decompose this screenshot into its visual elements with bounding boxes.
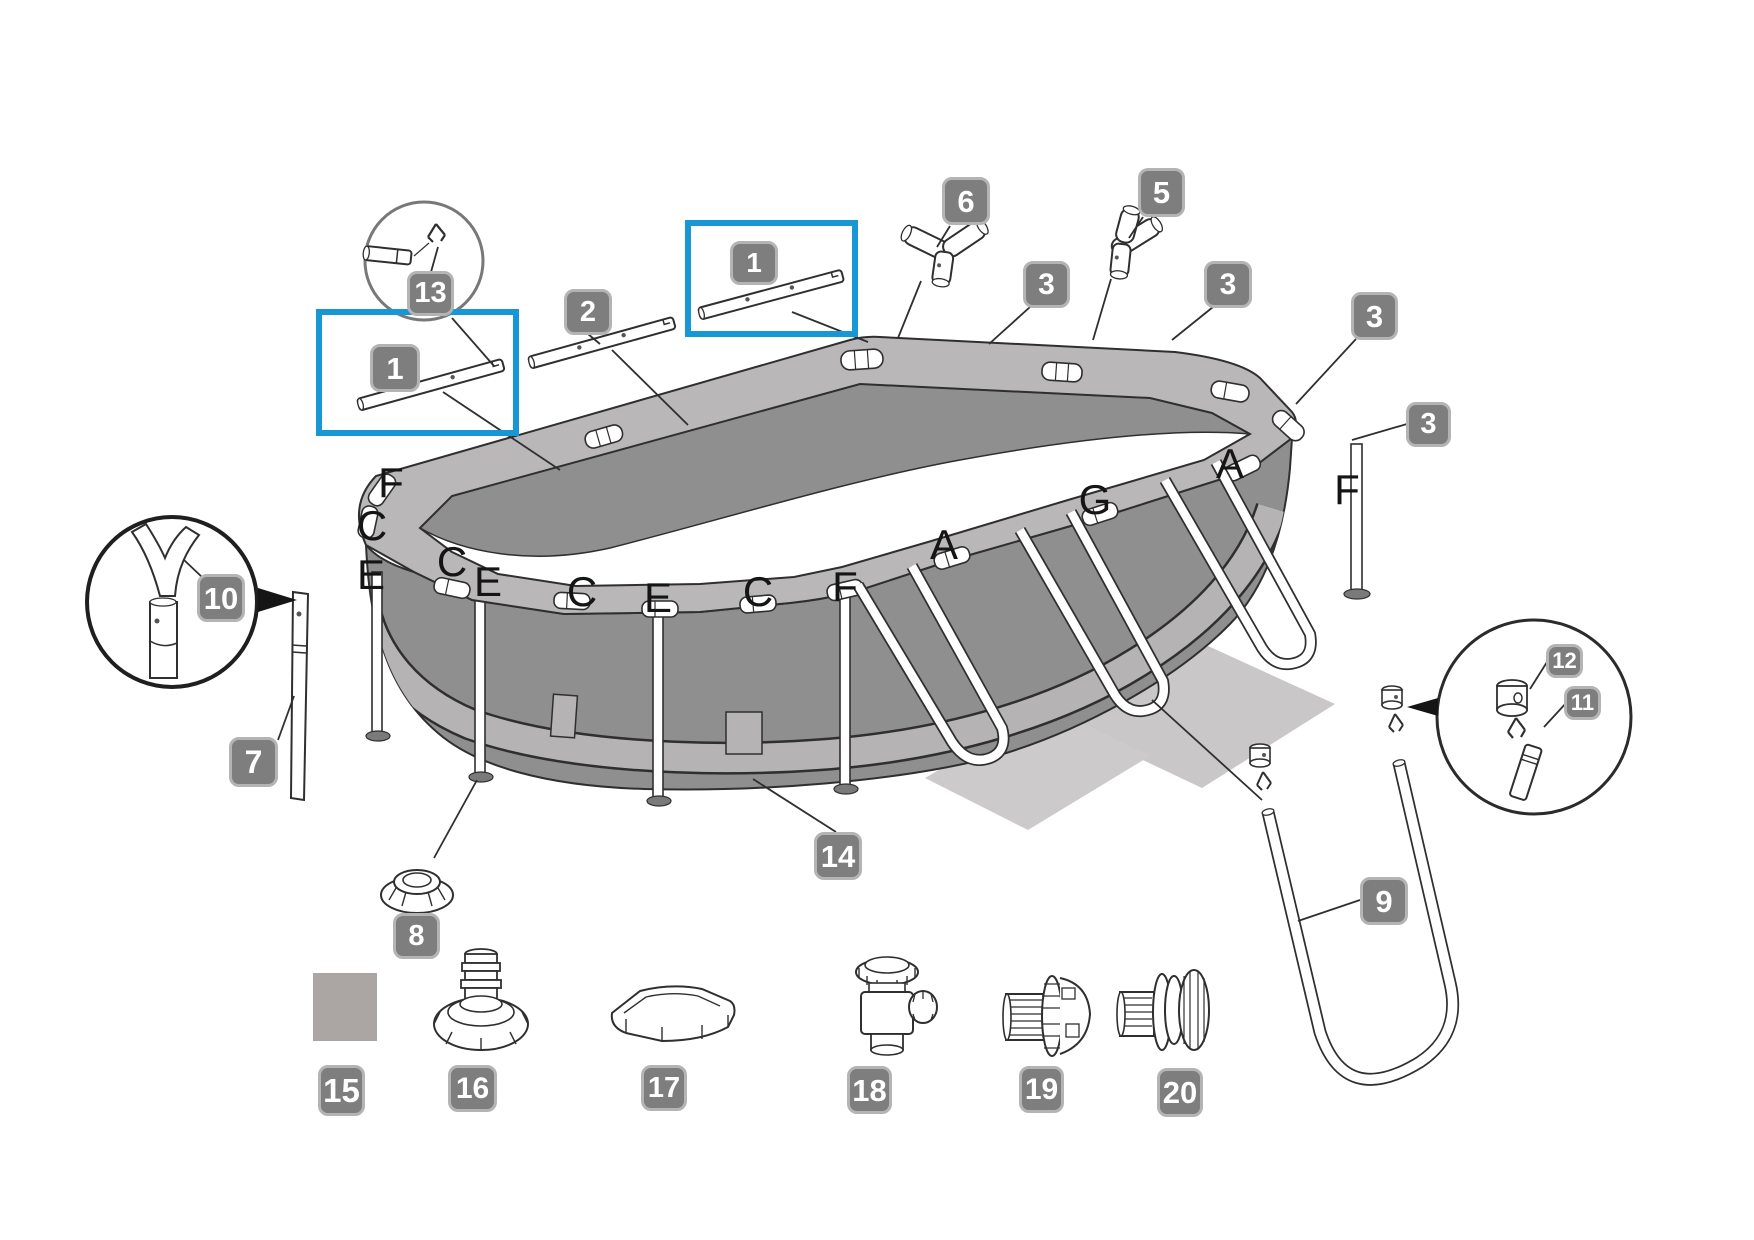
- part-callout-15[interactable]: 15: [318, 1065, 365, 1116]
- rim-joint-connectors: [357, 348, 1305, 618]
- part-callout-20[interactable]: 20: [1157, 1068, 1203, 1117]
- foot-cap-part-8: [380, 869, 454, 914]
- highlight-box-2[interactable]: [685, 220, 858, 337]
- part-callout-5[interactable]: 5: [1138, 168, 1185, 217]
- part-callout-19[interactable]: 19: [1019, 1066, 1064, 1113]
- leg-top-detail: [149, 597, 178, 679]
- part-callout-1[interactable]: 1: [370, 344, 420, 392]
- ground-shadow-strips: [925, 646, 1335, 830]
- joint-letter-F-8: F: [832, 563, 858, 610]
- leg-feet: [365, 588, 1371, 807]
- joint-letter-C-3: C: [436, 538, 468, 585]
- joint-letter-F-12: F: [1334, 466, 1360, 513]
- pool-wall: [364, 435, 1294, 791]
- part-callout-14[interactable]: 14: [814, 832, 862, 880]
- wind-braces: [852, 459, 1317, 766]
- t-fitting-part-6: [900, 218, 989, 288]
- cap-part-12-detail: [1496, 679, 1528, 717]
- top-rail-segment-1-left: [356, 358, 506, 411]
- strainer-connector-part-20: [1116, 969, 1210, 1051]
- part-callout-3[interactable]: 3: [1204, 261, 1252, 308]
- leg-part-7: [289, 590, 310, 802]
- cap-and-clip-exploded-right: [1381, 685, 1404, 733]
- pointer-triangles: [258, 588, 1438, 716]
- joint-letter-A-11: A: [1215, 440, 1245, 487]
- joint-letter-C-7: C: [742, 568, 774, 615]
- joint-letter-C-5: C: [566, 568, 598, 615]
- part-callout-18[interactable]: 18: [847, 1066, 892, 1114]
- pool-interior-wall: [418, 383, 1251, 557]
- part-callout-9[interactable]: 9: [1360, 877, 1408, 925]
- control-valve-part-18: [855, 956, 938, 1056]
- cap-and-clip-exploded-left: [1249, 743, 1272, 791]
- part-callout-1[interactable]: 1: [730, 241, 778, 285]
- part-callout-10[interactable]: 10: [197, 574, 245, 622]
- joint-letter-F-0: F: [378, 459, 404, 506]
- t-fitting-part-5: [1109, 205, 1164, 280]
- strap-fork: [130, 522, 201, 597]
- joint-letter-C-1: C: [356, 502, 388, 549]
- drain-valve-part-16: [433, 948, 529, 1051]
- part-callout-2[interactable]: 2: [564, 289, 612, 335]
- part-callout-16[interactable]: 16: [448, 1065, 497, 1112]
- joint-letter-A-9: A: [929, 521, 959, 568]
- wall-strap-band: [366, 502, 1288, 775]
- part-callout-3[interactable]: 3: [1351, 292, 1398, 340]
- joint-letter-E-2: E: [356, 551, 386, 598]
- joint-letter-G-10: G: [1078, 476, 1112, 523]
- ground-cloth-part-15: [313, 973, 377, 1041]
- part-callout-8[interactable]: 8: [393, 913, 440, 959]
- joint-letter-E-4: E: [473, 558, 503, 605]
- valve-cap-part-17: [610, 985, 736, 1043]
- top-rail-segment-1-top: [697, 269, 845, 320]
- brace-part-9: [1261, 759, 1460, 1086]
- leader-lines: [183, 216, 1568, 922]
- detail-circle-11-12: [1435, 618, 1633, 816]
- part-callout-13[interactable]: 13: [407, 271, 454, 316]
- top-rail-segment-2: [527, 316, 677, 369]
- part-callout-3[interactable]: 3: [1406, 402, 1451, 447]
- part-callout-11[interactable]: 11: [1564, 686, 1601, 720]
- part-callout-3[interactable]: 3: [1023, 261, 1070, 308]
- part-callout-6[interactable]: 6: [942, 177, 990, 225]
- clip-part-11-detail: [1507, 717, 1526, 739]
- part-callout-12[interactable]: 12: [1546, 644, 1583, 678]
- tube-end-detail: [1509, 743, 1543, 801]
- joint-letter-E-6: E: [643, 574, 673, 621]
- strainer-connector-part-19: [1002, 975, 1092, 1057]
- rail-pin-clip: [413, 223, 446, 257]
- part-callout-17[interactable]: 17: [641, 1065, 687, 1111]
- part-callout-7[interactable]: 7: [229, 737, 278, 787]
- detail-circle-10: [85, 515, 259, 689]
